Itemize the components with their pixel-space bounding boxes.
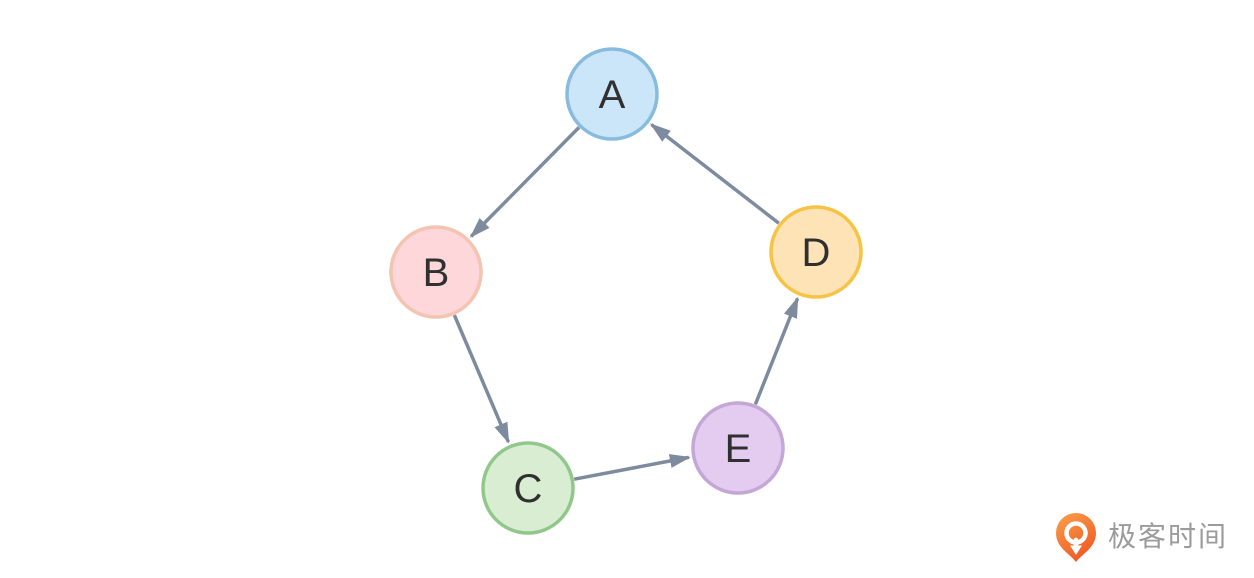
geektime-logo: 极客时间	[1054, 513, 1228, 563]
edge-D-A	[649, 123, 780, 225]
edge-E-D	[753, 296, 800, 405]
graph-node-E	[691, 401, 785, 495]
edge-A-B	[469, 126, 581, 238]
graph-node-label-B: B	[423, 251, 450, 295]
graph-node-label-D: D	[802, 231, 831, 275]
graph-node-A	[565, 47, 659, 141]
geektime-logo-icon	[1055, 513, 1096, 562]
graph-node-B	[389, 225, 483, 319]
graph-node-C	[481, 441, 575, 535]
graph-node-label-E: E	[725, 427, 752, 471]
edge-C-E	[573, 454, 691, 481]
geektime-logo-text: 极客时间	[1107, 521, 1228, 552]
edge-B-C	[452, 314, 511, 444]
graph-node-D	[769, 205, 863, 299]
graph-node-label-A: A	[599, 73, 626, 117]
graph-node-label-C: C	[514, 467, 543, 511]
